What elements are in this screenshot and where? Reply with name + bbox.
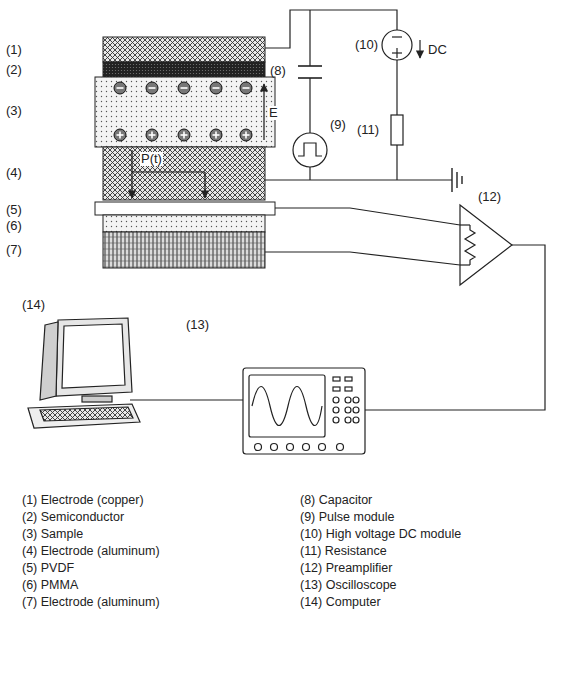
callout-number: (14)	[22, 298, 45, 312]
pressure-arrows	[132, 150, 205, 198]
negative-charge	[240, 82, 252, 94]
pulse-source-symbol	[293, 133, 327, 167]
legend-text: (12) Preamplifier	[300, 562, 392, 576]
oscilloscope-icon	[243, 368, 365, 454]
legend-text: (13) Oscilloscope	[300, 579, 397, 593]
pmma-layer	[103, 215, 265, 232]
dc-source-symbol	[382, 30, 420, 60]
callout-number: (11)	[357, 123, 379, 137]
signal-label: P(t)	[140, 152, 163, 166]
aluminum-electrode	[103, 147, 265, 200]
callout-number: (7)	[6, 243, 22, 257]
positive-charge	[240, 129, 252, 141]
semiconductor-layer	[103, 62, 265, 77]
legend-text: (3) Sample	[22, 528, 83, 542]
negative-charge	[146, 82, 158, 94]
legend-text: (7) Electrode (aluminum)	[22, 596, 160, 610]
copper-electrode	[103, 37, 265, 62]
pvdf-layer	[95, 202, 275, 215]
legend-text: (8) Capacitor	[300, 494, 372, 508]
negative-charge	[178, 82, 190, 94]
sample-layer	[95, 77, 275, 147]
aluminum-electrode	[103, 232, 265, 268]
callout-number: (10)	[355, 38, 378, 52]
positive-charge	[146, 129, 158, 141]
callout-number: (8)	[270, 64, 286, 78]
capacitor-symbol	[298, 66, 322, 78]
field-label: E	[268, 106, 279, 120]
computer-icon	[28, 318, 140, 428]
legend-text: (4) Electrode (aluminum)	[22, 545, 160, 559]
positive-charge	[114, 129, 126, 141]
callout-number: (6)	[6, 219, 22, 233]
callout-number: (9)	[330, 118, 346, 132]
callout-number: (5)	[6, 203, 22, 217]
callout-number: (13)	[186, 318, 209, 332]
legend-text: (10) High voltage DC module	[300, 528, 461, 542]
negative-charge	[210, 82, 222, 94]
callout-number: (1)	[6, 43, 22, 57]
legend-text: (2) Semiconductor	[22, 511, 124, 525]
callout-number: (3)	[6, 104, 22, 118]
ground-symbol	[452, 168, 462, 192]
legend-text: (9) Pulse module	[300, 511, 395, 525]
field-arrow	[263, 84, 264, 140]
preamplifier-symbol	[460, 205, 512, 285]
wires	[130, 10, 545, 410]
legend-text: (5) PVDF	[22, 562, 74, 576]
positive-charge	[210, 129, 222, 141]
resistor-symbol	[391, 115, 403, 145]
negative-charge	[114, 82, 126, 94]
legend-text: (6) PMMA	[22, 579, 78, 593]
dc-label: DC	[428, 43, 447, 57]
positive-charge	[178, 129, 190, 141]
callout-number: (4)	[6, 166, 22, 180]
legend-text: (14) Computer	[300, 596, 381, 610]
callout-number: (2)	[6, 63, 22, 77]
callout-number: (12)	[478, 190, 501, 204]
legend-text: (11) Resistance	[300, 545, 387, 559]
legend-text: (1) Electrode (copper)	[22, 494, 144, 508]
